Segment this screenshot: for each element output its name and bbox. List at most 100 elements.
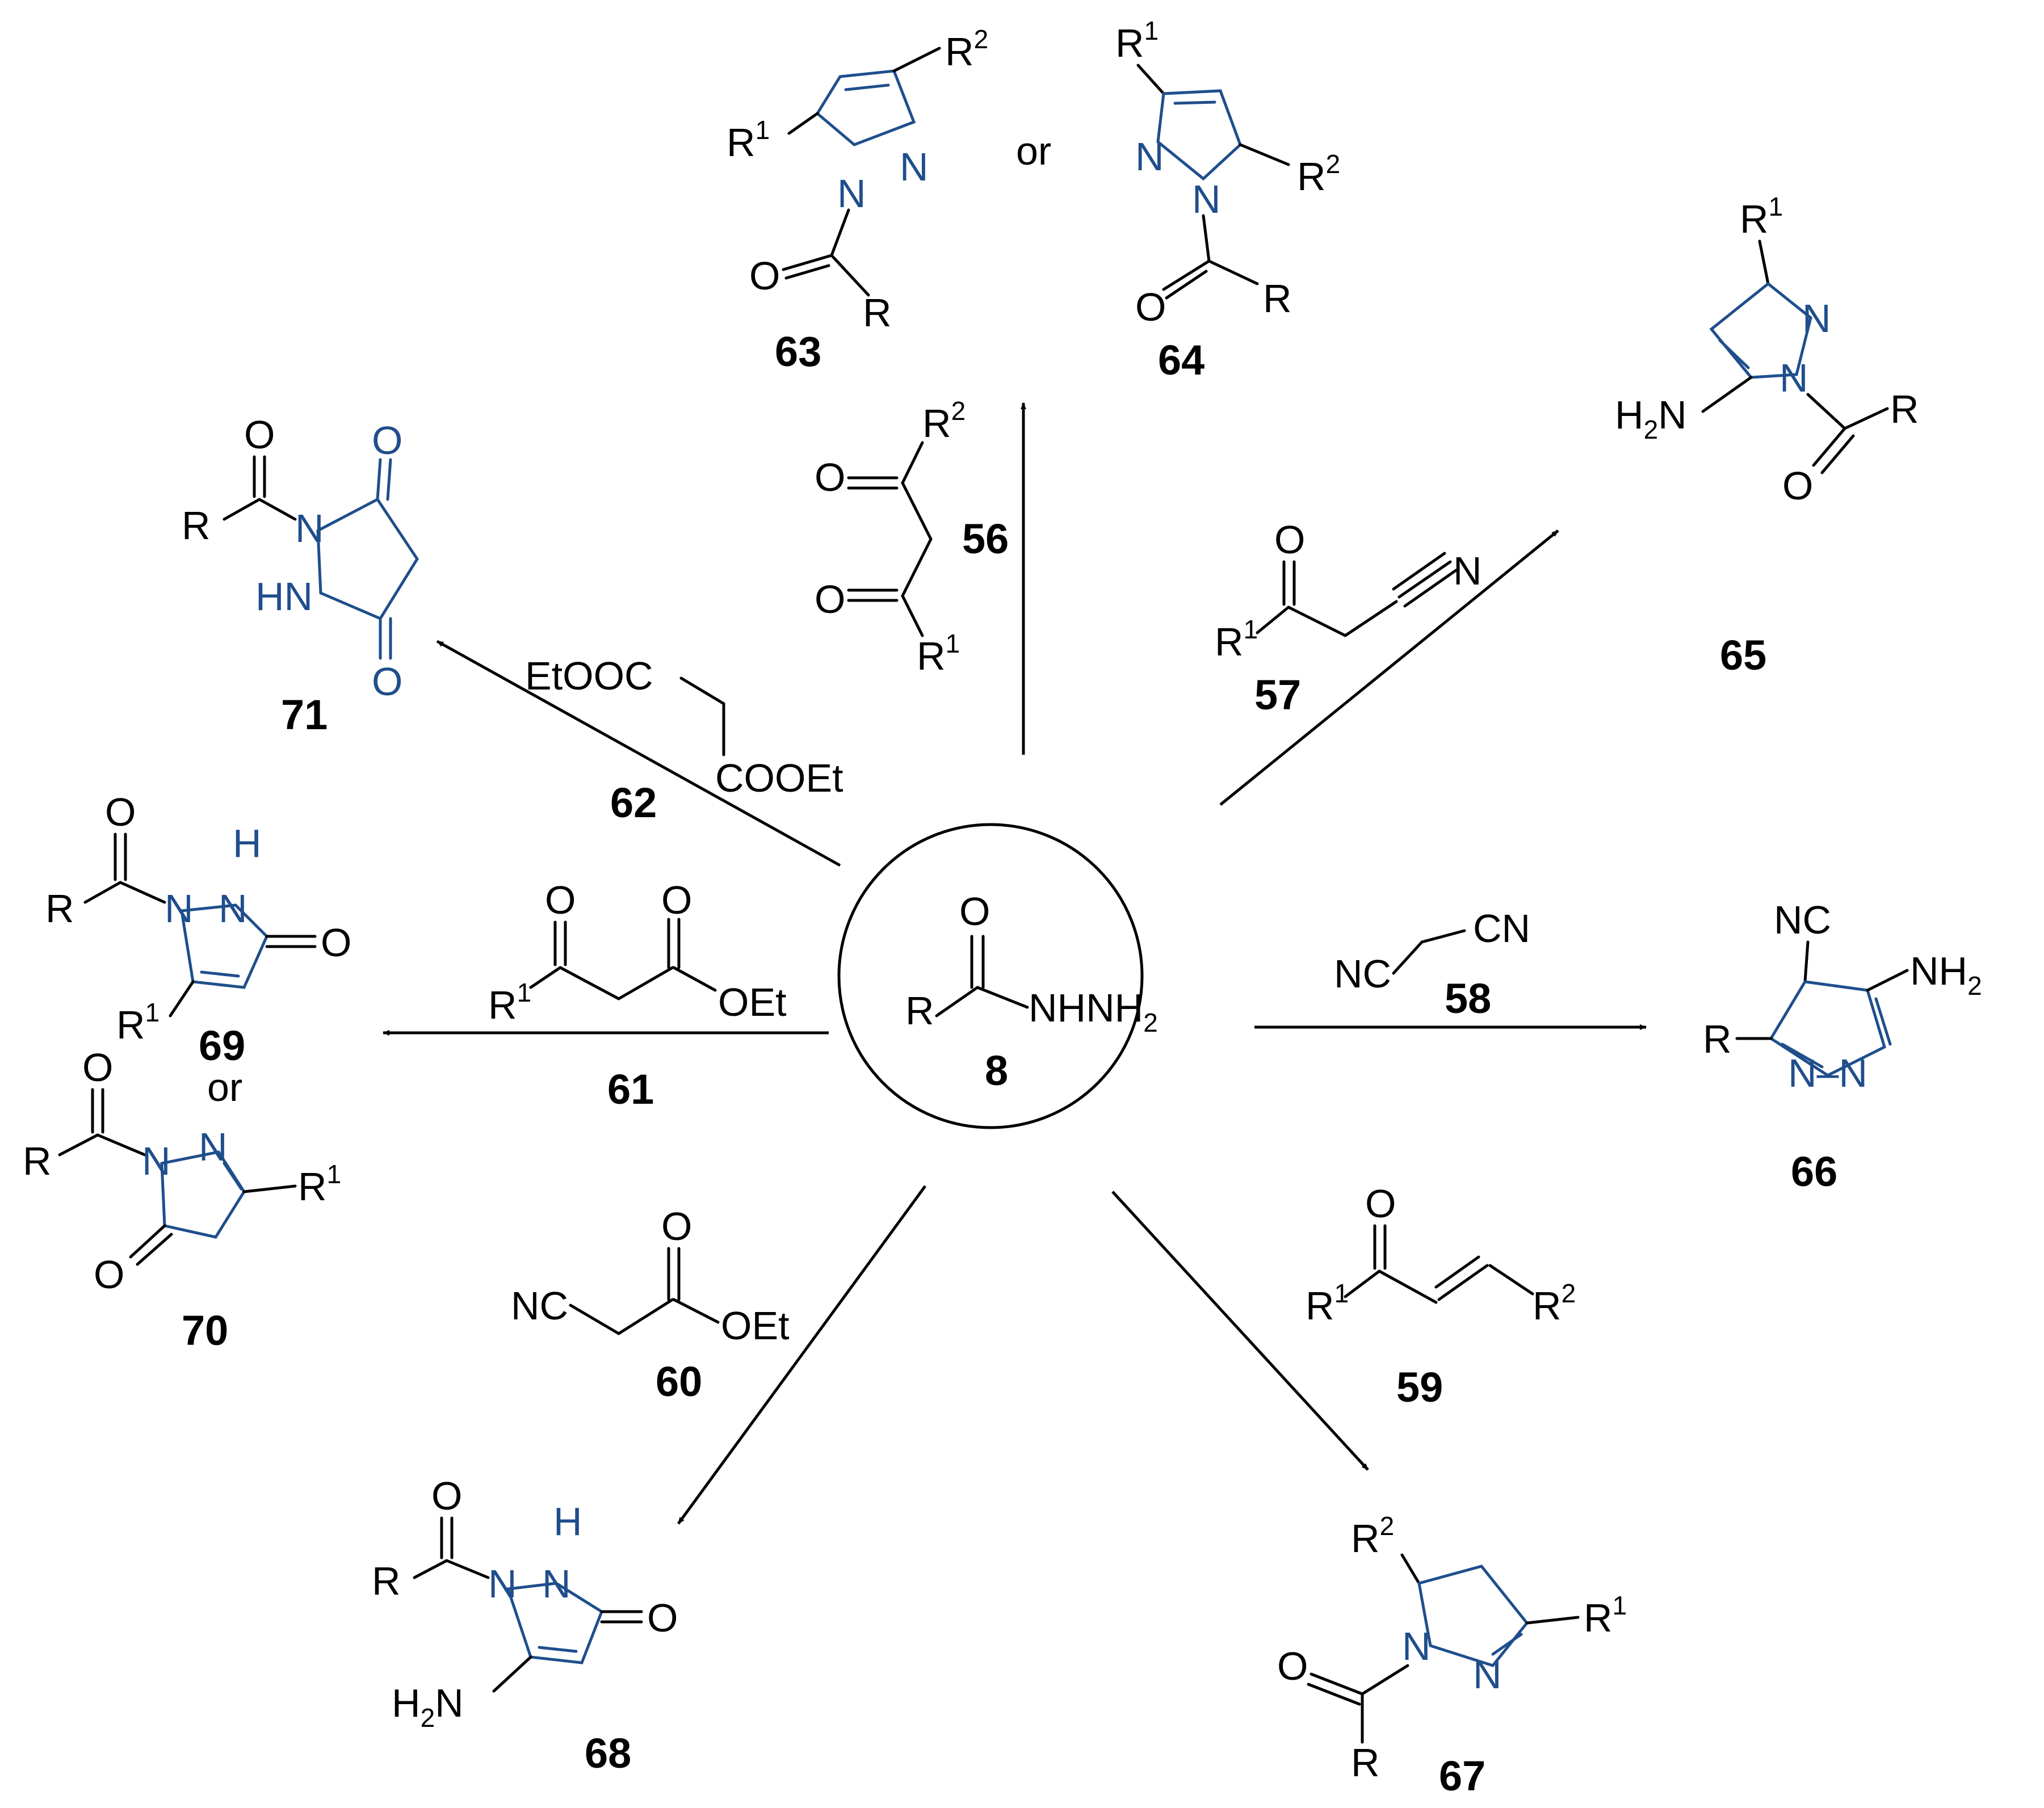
svg-text:O: O bbox=[321, 920, 351, 965]
svg-text:R: R bbox=[863, 291, 892, 335]
reagent-58-label: 58 bbox=[1445, 975, 1491, 1022]
arrow-to-65 bbox=[1219, 529, 1559, 806]
svg-text:O: O bbox=[545, 878, 576, 922]
svg-text:R1: R1 bbox=[917, 629, 960, 678]
center-circle bbox=[837, 823, 1144, 1129]
product-69: O R N N H O R1 69 bbox=[45, 790, 351, 1069]
arrow-to-71 bbox=[436, 640, 841, 867]
product-70: O R N N R1 O 70 bbox=[23, 1045, 341, 1354]
reagent-62: EtOOC COOEt 62 bbox=[525, 654, 843, 826]
svg-text:N: N bbox=[1779, 356, 1808, 400]
product-67-label: 67 bbox=[1439, 1752, 1485, 1799]
svg-text:N: N bbox=[219, 886, 247, 931]
reagent-58: NC CN 58 bbox=[1334, 906, 1530, 1022]
or-left: or bbox=[207, 1065, 242, 1109]
product-64-label: 64 bbox=[1158, 337, 1204, 384]
svg-text:N: N bbox=[542, 1562, 571, 1606]
svg-text:OEt: OEt bbox=[718, 980, 787, 1024]
svg-text:O: O bbox=[661, 1204, 692, 1248]
product-70-label: 70 bbox=[182, 1307, 228, 1354]
product-67: R2 R1 N N O R 67 bbox=[1277, 1511, 1627, 1799]
center-compound-8: O R NHNH2 8 bbox=[837, 823, 1158, 1129]
svg-text:N: N bbox=[142, 1139, 171, 1183]
svg-text:R1: R1 bbox=[488, 978, 531, 1027]
svg-text:O: O bbox=[431, 1474, 462, 1518]
svg-text:R1: R1 bbox=[727, 115, 770, 165]
svg-text:R1: R1 bbox=[1215, 615, 1258, 664]
svg-text:N: N bbox=[488, 1562, 517, 1606]
svg-text:CN: CN bbox=[1473, 906, 1530, 951]
svg-text:R1: R1 bbox=[1584, 1591, 1627, 1640]
svg-text:EtOOC: EtOOC bbox=[525, 654, 653, 698]
svg-text:OEt: OEt bbox=[721, 1304, 790, 1348]
reagent-56-label: 56 bbox=[962, 515, 1009, 562]
svg-text:R2: R2 bbox=[922, 396, 966, 445]
reagent-59: O R1 R2 59 bbox=[1306, 1181, 1576, 1411]
svg-text:R: R bbox=[1890, 387, 1919, 431]
or-top: or bbox=[1016, 129, 1051, 173]
svg-text:R2: R2 bbox=[1533, 1279, 1576, 1328]
svg-text:N: N bbox=[295, 506, 324, 550]
svg-text:O: O bbox=[82, 1045, 113, 1090]
svg-text:N: N bbox=[1135, 134, 1164, 179]
svg-text:O: O bbox=[244, 413, 275, 457]
svg-text:N: N bbox=[1802, 296, 1831, 340]
svg-text:R2: R2 bbox=[1351, 1511, 1394, 1561]
svg-text:O: O bbox=[749, 254, 780, 298]
svg-text:R: R bbox=[372, 1559, 401, 1603]
svg-text:O: O bbox=[1365, 1181, 1396, 1226]
svg-text:NC: NC bbox=[1334, 952, 1391, 996]
reagent-60-label: 60 bbox=[656, 1358, 702, 1405]
svg-text:R: R bbox=[1703, 1017, 1732, 1061]
svg-text:R: R bbox=[182, 503, 211, 548]
svg-text:R: R bbox=[1351, 1740, 1380, 1785]
svg-text:N: N bbox=[199, 1125, 228, 1169]
arrow-to-68 bbox=[677, 1185, 927, 1525]
reagent-59-label: 59 bbox=[1396, 1364, 1443, 1411]
svg-text:H: H bbox=[553, 1499, 582, 1544]
svg-text:O: O bbox=[815, 455, 845, 499]
svg-text:N: N bbox=[837, 171, 866, 216]
product-69-label: 69 bbox=[199, 1022, 245, 1069]
svg-text:NC: NC bbox=[511, 1284, 568, 1328]
svg-text:R1: R1 bbox=[1115, 16, 1159, 65]
svg-text:NC: NC bbox=[1774, 898, 1831, 942]
product-71: O R N HN O O 71 bbox=[182, 413, 419, 738]
c8-nhnh: NHNH2 bbox=[1029, 986, 1158, 1037]
svg-text:R: R bbox=[23, 1139, 52, 1183]
reagent-57-label: 57 bbox=[1254, 671, 1301, 718]
svg-text:N–N: N–N bbox=[1788, 1051, 1867, 1095]
svg-text:N: N bbox=[165, 886, 194, 931]
product-68-label: 68 bbox=[585, 1730, 631, 1777]
arrow-to-67 bbox=[1111, 1191, 1369, 1471]
svg-text:N: N bbox=[1402, 1624, 1431, 1668]
reaction-arrows bbox=[383, 402, 1647, 1525]
reagent-56: O R2 O R1 56 bbox=[815, 396, 1009, 678]
svg-text:R2: R2 bbox=[1297, 149, 1340, 199]
svg-text:N: N bbox=[1473, 1653, 1502, 1697]
svg-text:H: H bbox=[233, 821, 262, 865]
reagent-61: O R1 O OEt 61 bbox=[488, 878, 787, 1113]
product-63-label: 63 bbox=[775, 328, 821, 375]
product-63: R2 R1 N N O R 63 bbox=[727, 24, 988, 375]
svg-text:N: N bbox=[1453, 549, 1482, 593]
svg-text:R2: R2 bbox=[945, 24, 988, 74]
svg-text:R1: R1 bbox=[1740, 192, 1783, 241]
c8-carbonyl-o: O bbox=[959, 889, 990, 934]
svg-text:H2N: H2N bbox=[392, 1681, 464, 1733]
reagent-61-label: 61 bbox=[607, 1066, 654, 1113]
svg-text:O: O bbox=[94, 1252, 124, 1297]
svg-text:O: O bbox=[661, 878, 692, 922]
reagent-62-label: 62 bbox=[610, 779, 657, 826]
svg-text:O: O bbox=[1277, 1644, 1308, 1688]
svg-text:R1: R1 bbox=[1306, 1279, 1349, 1328]
svg-text:R: R bbox=[1263, 276, 1292, 321]
compound-8-label: 8 bbox=[985, 1047, 1008, 1094]
svg-text:O: O bbox=[372, 418, 402, 462]
svg-text:R: R bbox=[45, 886, 74, 931]
svg-text:H2N: H2N bbox=[1615, 393, 1687, 444]
svg-text:R1: R1 bbox=[298, 1159, 341, 1209]
reagent-60: NC O OEt 60 bbox=[511, 1204, 790, 1405]
svg-text:R1: R1 bbox=[116, 998, 160, 1047]
